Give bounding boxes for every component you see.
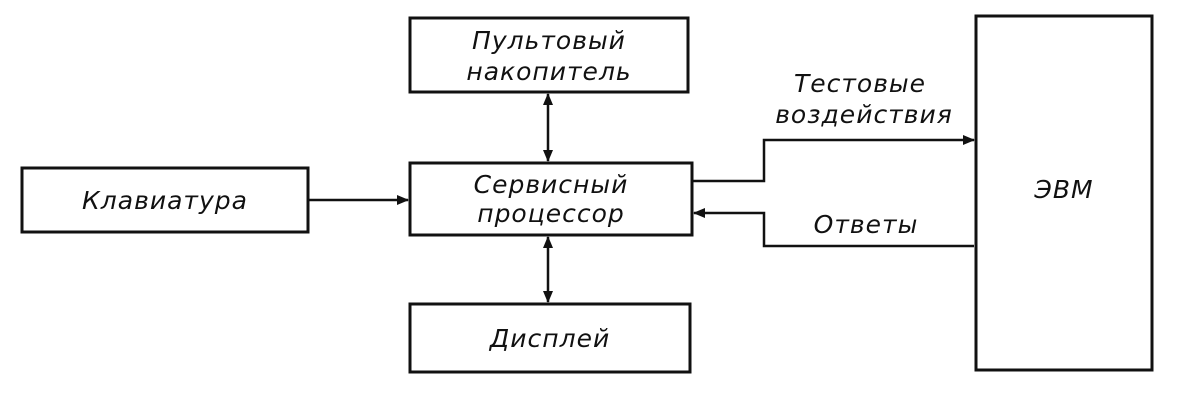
service-processor-label-line2: процессор <box>477 199 625 228</box>
test-actions-label-line2: воздействия <box>775 100 953 129</box>
display-block: Дисплей <box>408 302 692 374</box>
computer-label: ЭВМ <box>1033 175 1093 204</box>
responses-arrow <box>693 208 974 248</box>
keyboard-label: Клавиатура <box>82 186 248 215</box>
keyboard-block: Клавиатура <box>20 166 310 234</box>
service-processor-label-line1: Сервисный <box>474 170 629 199</box>
service-processor-block: Сервисный процессор <box>408 161 694 237</box>
display-label: Дисплей <box>489 324 610 353</box>
console-storage-block: Пультовый накопитель <box>408 16 690 94</box>
responses-label: Ответы <box>814 210 919 239</box>
computer-block: ЭВМ <box>974 14 1154 372</box>
test-actions-label-line1: Тестовые <box>794 69 926 98</box>
test-actions-arrow <box>692 135 975 183</box>
console-storage-label-line1: Пультовый <box>472 26 626 55</box>
console-storage-label-line2: накопитель <box>466 57 631 86</box>
